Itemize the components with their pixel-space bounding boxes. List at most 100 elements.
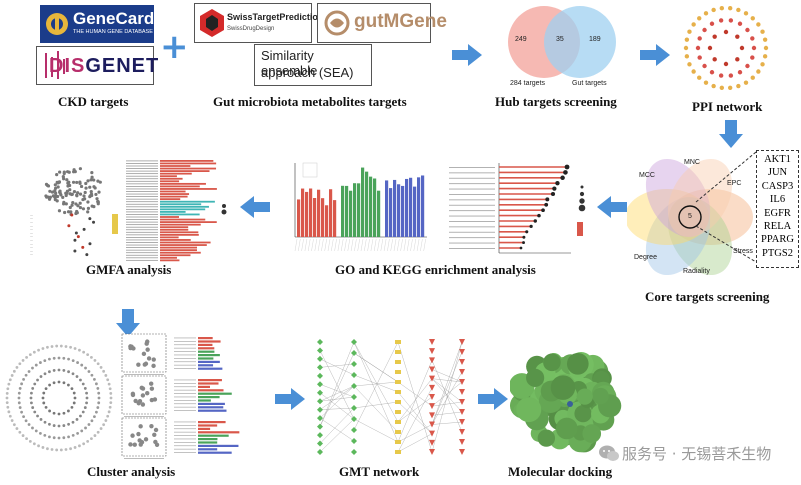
- venn-right-label: Gut targets: [572, 80, 607, 87]
- gmfa-dot: [85, 253, 89, 257]
- gmfa-bar-label: [126, 249, 158, 251]
- core-targets-label: Core targets screening: [645, 289, 770, 304]
- kegg-dot: [522, 235, 526, 239]
- kegg-dot: [522, 241, 525, 245]
- gmt-node-pathway: [429, 403, 435, 410]
- cluster-panel-bar: [198, 337, 213, 340]
- go-tick-label: [294, 238, 298, 252]
- cluster-panel-bar: [198, 389, 224, 392]
- gmfa-bar: [160, 241, 211, 244]
- cluster-panel-node: [137, 438, 142, 443]
- gmt-edge: [431, 421, 463, 425]
- cluster-node: [62, 424, 66, 427]
- go-tick-label: [423, 238, 426, 252]
- cluster-panel-node: [139, 385, 144, 391]
- cluster-panel-bar: [198, 424, 218, 427]
- cluster-panel-bar: [198, 347, 215, 350]
- cluster-panel-node: [146, 356, 152, 361]
- gmfa-bar-label: [126, 252, 158, 254]
- gmfa-row-label: —: [30, 217, 33, 221]
- cluster-node: [86, 439, 90, 443]
- cluster-node: [64, 345, 68, 348]
- gmfa-node: [50, 190, 55, 194]
- cluster-node: [48, 383, 51, 387]
- gmfa-dot: [82, 227, 86, 231]
- cluster-node: [48, 422, 51, 426]
- gmfa-node: [65, 178, 69, 182]
- cluster-node: [6, 405, 10, 409]
- arrow-right-icon: [452, 44, 482, 66]
- cluster-node: [10, 374, 14, 377]
- ppi-node: [712, 34, 717, 39]
- gmfa-node: [72, 190, 77, 194]
- go-bar: [393, 179, 397, 237]
- ppi-node: [709, 21, 715, 26]
- gmfa-bar-label: [126, 173, 158, 175]
- cluster-panel-bar: [198, 392, 232, 395]
- cluster-panel-bar-label: [174, 448, 196, 450]
- kegg-dot: [555, 181, 560, 186]
- gmfa-bar-label: [126, 244, 158, 246]
- cluster-node: [27, 370, 31, 373]
- cluster-panel-bar: [198, 379, 222, 382]
- cluster-node: [43, 420, 47, 424]
- go-bar: [301, 188, 305, 237]
- ppi-node: [728, 73, 734, 78]
- cluster-node: [36, 414, 39, 418]
- go-legend: [302, 162, 318, 178]
- go-bar: [333, 200, 337, 237]
- gmfa-node: [70, 203, 74, 207]
- cluster-node: [27, 423, 31, 426]
- kegg-dot: [541, 208, 545, 213]
- gmfa-node: [65, 191, 69, 196]
- protein-surface-blob: [537, 429, 556, 447]
- ppi-node: [691, 22, 696, 27]
- cluster-node: [85, 396, 89, 400]
- go-enrichment-bar-chart: [294, 162, 427, 252]
- cluster-panel-node: [149, 423, 154, 429]
- cluster-panel-bar-label: [174, 393, 196, 394]
- gmfa-bar: [160, 193, 190, 195]
- venn-left-value: 249: [515, 36, 527, 43]
- go-tick-label: [390, 238, 393, 252]
- swisstarget-name: SwissTargetPrediction: [227, 12, 324, 22]
- core-axis-label-epc: EPC: [727, 180, 742, 187]
- cluster-panel-node: [152, 432, 157, 437]
- gmt-edge: [353, 341, 399, 431]
- cluster-node: [106, 378, 110, 382]
- gmt-node-pathway: [429, 449, 435, 455]
- cluster-panel-bar: [198, 382, 219, 385]
- core-highlight-circle: [678, 205, 702, 229]
- ppi-node: [703, 11, 709, 16]
- gmt-node-metabolite: [351, 394, 357, 400]
- molecular-docking-label: Molecular docking: [508, 464, 613, 479]
- gmfa-node: [58, 190, 62, 194]
- kegg-legend-colorbar: [577, 222, 583, 236]
- go-bar: [369, 176, 373, 237]
- gmt-edge: [319, 392, 355, 420]
- gmfa-node: [79, 184, 84, 189]
- gene-item: CASP3: [761, 180, 794, 192]
- cluster-panel-bar: [198, 340, 221, 343]
- core-center-value: 5: [688, 213, 692, 220]
- swisstarget-emblem: [200, 9, 224, 37]
- ppi-node: [702, 27, 707, 33]
- cluster-panel-caption: [124, 374, 164, 375]
- cluster-node: [52, 369, 56, 372]
- go-tick-label: [334, 238, 337, 252]
- ppi-node: [702, 63, 707, 69]
- gmfa-node: [96, 179, 100, 183]
- ppi-node: [687, 29, 692, 34]
- cluster-node: [71, 372, 75, 376]
- cluster-analysis-label: Cluster analysis: [87, 464, 176, 479]
- arrow-left-icon: [597, 196, 627, 218]
- gmfa-bar-label: [126, 178, 158, 180]
- gmfa-row-label: —: [30, 224, 33, 228]
- gmfa-bar-label: [126, 193, 158, 195]
- gmfa-bar: [160, 185, 200, 188]
- swisstarget-logo: SwissTargetPrediction SwissDrugDesign: [194, 3, 323, 43]
- kegg-dot: [525, 230, 529, 234]
- go-bar: [377, 190, 381, 237]
- gmfa-bar: [160, 221, 217, 223]
- gene-item: IL6: [769, 194, 786, 206]
